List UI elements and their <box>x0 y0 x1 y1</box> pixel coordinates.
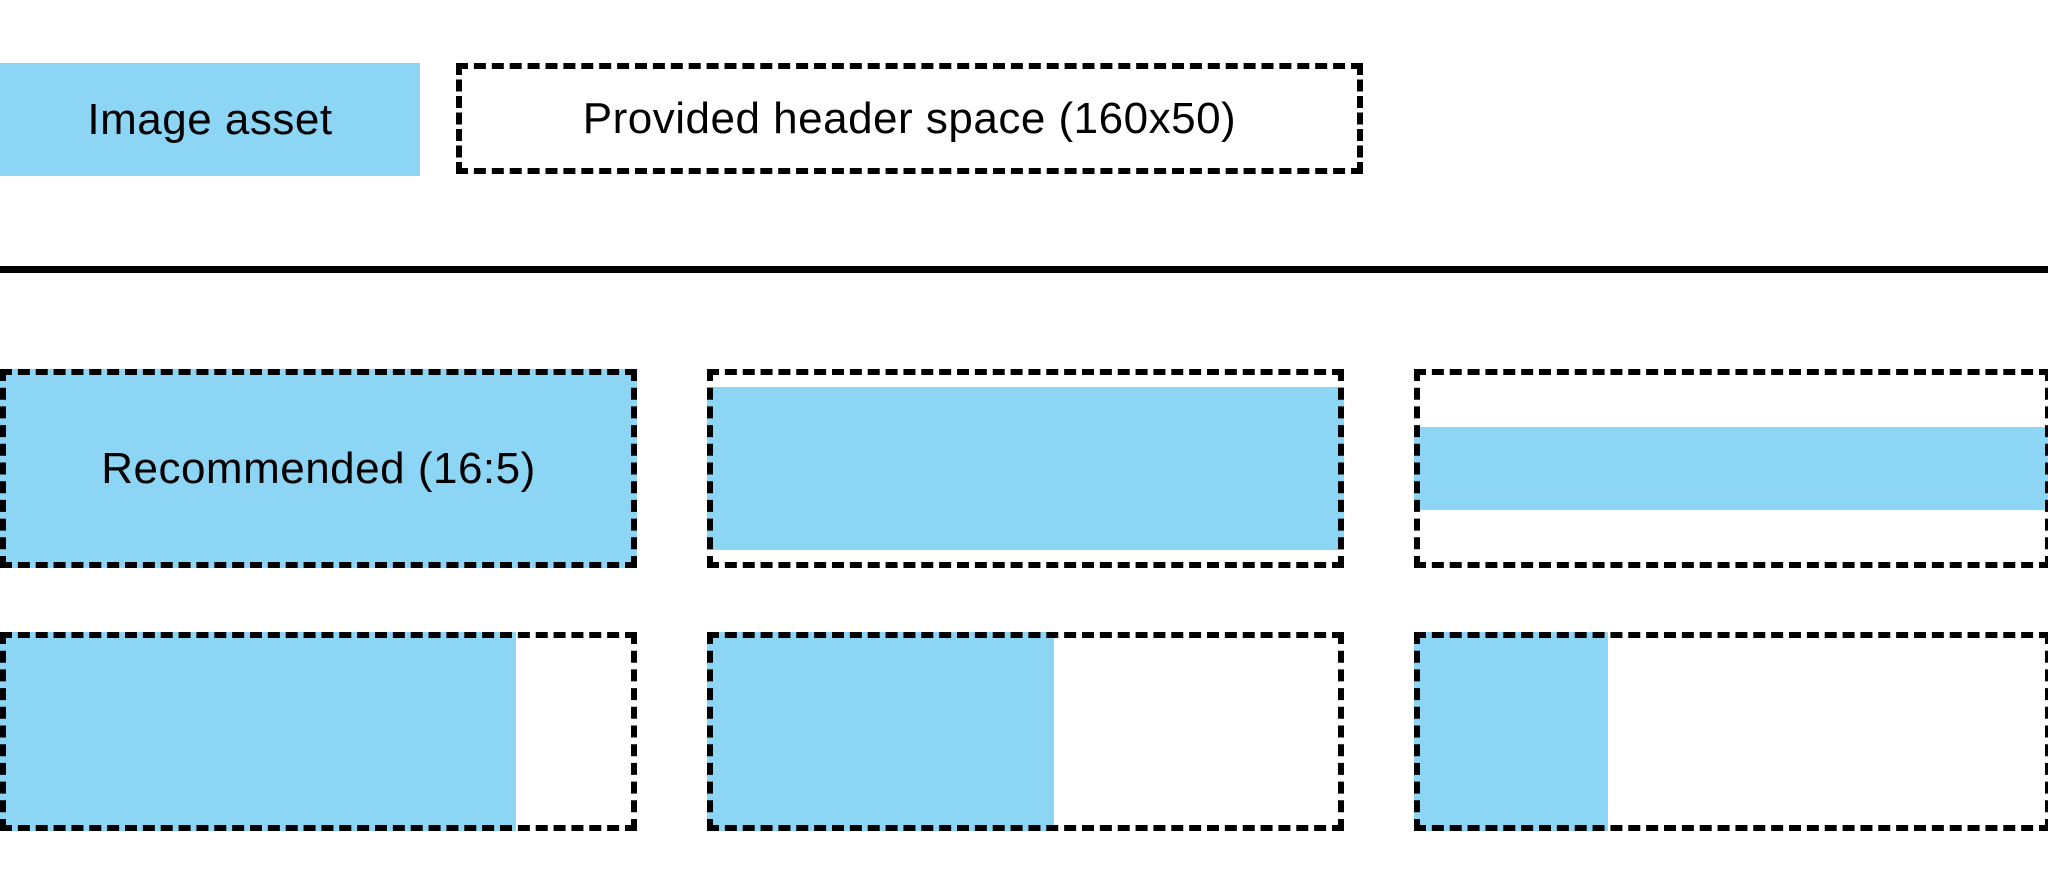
example-full-width-tall <box>707 369 1344 568</box>
image-asset-fill <box>0 632 516 831</box>
recommended-label: Recommended (16:5) <box>101 443 536 493</box>
legend-provided-header-space-box: Provided header space (160x50) <box>456 63 1363 174</box>
image-asset-fill <box>707 386 1344 551</box>
example-full-width-short <box>1414 369 2048 568</box>
image-asset-fill <box>1414 632 1609 831</box>
example-recommended-16-5: Recommended (16:5) <box>0 369 637 568</box>
legend-image-asset-label: Image asset <box>87 94 333 144</box>
image-asset-fill <box>1414 426 2048 511</box>
example-full-height-narrow <box>1414 632 2048 831</box>
image-asset-fill <box>0 369 637 568</box>
example-full-height-wide <box>0 632 637 831</box>
image-asset-fill <box>707 632 1055 831</box>
example-full-height-medium <box>707 632 1344 831</box>
divider-line <box>0 266 2048 273</box>
legend-provided-header-space-label: Provided header space (160x50) <box>582 93 1237 143</box>
legend-image-asset-swatch: Image asset <box>0 63 420 176</box>
